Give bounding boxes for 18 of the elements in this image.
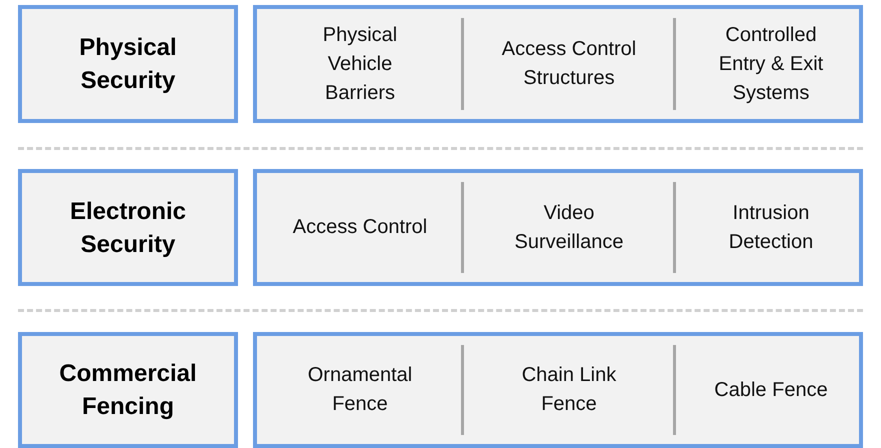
- category-title: Physical Security: [78, 33, 178, 96]
- item-label: Chain Link Fence: [520, 363, 618, 417]
- item-label: Access Control Structures: [500, 37, 638, 91]
- category-box: [18, 169, 238, 286]
- category-box: [18, 332, 238, 448]
- item-label: Controlled Entry & Exit Systems: [718, 22, 824, 106]
- item-label: Intrusion Detection: [728, 200, 814, 254]
- panel-box: [253, 169, 863, 286]
- category-title: Commercial Fencing: [58, 359, 198, 422]
- category-box: [18, 5, 238, 123]
- item-label: Ornamental Fence: [306, 363, 414, 417]
- category-title: Electronic Security: [68, 196, 188, 260]
- panel-box: [253, 332, 863, 448]
- item-label: Physical Vehicle Barriers: [322, 22, 398, 106]
- item-label: Access Control: [292, 215, 428, 240]
- panel-box: [253, 5, 863, 123]
- item-label: Video Surveillance: [514, 200, 624, 254]
- item-label: Cable Fence: [714, 378, 828, 402]
